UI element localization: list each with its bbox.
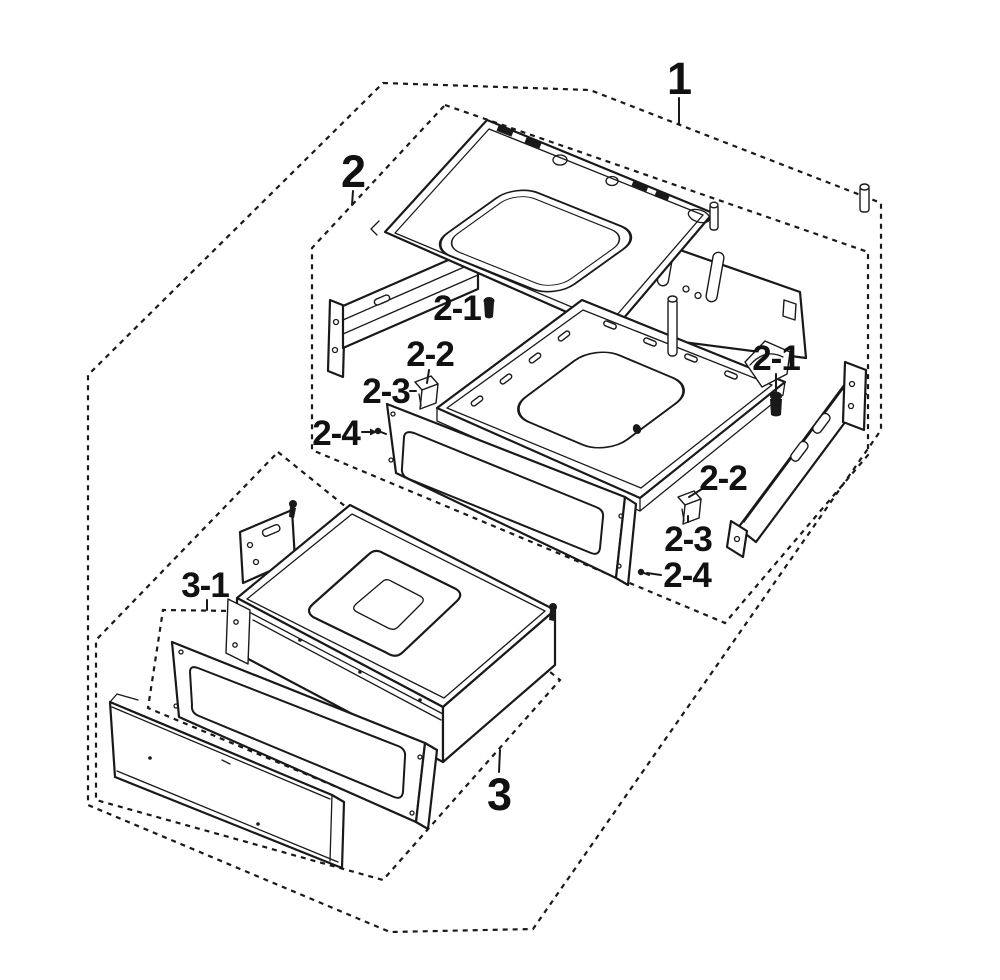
- boundary-assembly-1: [86, 81, 883, 934]
- callout-1: 1: [667, 53, 691, 104]
- top-panel: [370, 118, 715, 334]
- callout-2-2-right: 2-2: [699, 459, 747, 498]
- leader-2-2-right: [688, 488, 703, 498]
- callout-3-1: 3-1: [181, 566, 229, 605]
- leader-2-4-right: [646, 572, 662, 576]
- callout-2-3-left: 2-3: [362, 372, 410, 411]
- leader-2: [351, 190, 354, 206]
- screw-drawer-right: [549, 603, 557, 621]
- callouts: 1 2 2-1 2-1 2-2 2-2 2-3 2-3 2-4 2-4 3 3-…: [181, 53, 801, 820]
- callout-2-2-left: 2-2: [406, 335, 454, 374]
- boundary-assembly-2: [310, 103, 870, 625]
- callout-2-4-left: 2-4: [312, 414, 361, 453]
- callout-3: 3: [487, 769, 511, 820]
- outer-front-panel-3: [108, 693, 346, 870]
- callout-2-1-left: 2-1: [433, 289, 481, 328]
- inner-front-panel-3: [170, 640, 439, 831]
- screw-2-1-left: [483, 297, 495, 319]
- inner-front-panel-2: [385, 402, 638, 587]
- drawer-body: [225, 503, 557, 764]
- screw-2-4-right: [637, 568, 650, 576]
- callout-2-3-right: 2-3: [664, 520, 712, 559]
- callout-2-1-right: 2-1: [752, 339, 800, 378]
- callout-2-4-right: 2-4: [663, 556, 712, 595]
- screw-drawer-left: [289, 500, 297, 518]
- leader-2-2-left: [426, 369, 430, 384]
- leader-2-4-left-arrowhead: [370, 428, 377, 436]
- screw-2-4-left: [374, 427, 387, 435]
- right-rail: [725, 360, 868, 559]
- left-rail: [326, 245, 480, 379]
- leader-3: [498, 749, 501, 773]
- hinge-pin-top: [687, 201, 719, 231]
- screw-2-1-right: [770, 391, 782, 417]
- boundary-assembly-3-1: [146, 608, 431, 828]
- hinge-pin-pan: [667, 295, 678, 357]
- callout-2: 2: [341, 146, 365, 197]
